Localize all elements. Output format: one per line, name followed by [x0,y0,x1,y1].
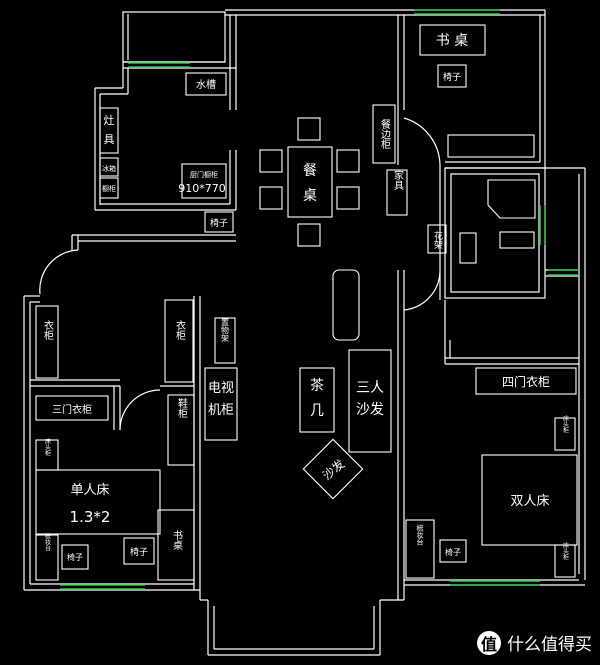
bedside-r1 [554,417,576,451]
label-home-appliance: 家具 [392,169,404,191]
label-single-bed-1: 单人床 [70,483,109,498]
counter [181,163,227,199]
four-door-wardrobe [475,367,577,395]
dining-chair-l2 [259,186,283,210]
chair-kitchen [204,211,234,233]
double-bed [481,454,578,546]
label-storage: 置物架 [221,318,230,343]
label-single-bed-2: 1.3*2 [70,508,111,526]
label-bedside-left: 床头柜 [44,437,51,457]
labels: 书 桌 椅子 水槽 灶 具 冰箱 橱柜 厨门橱柜 910*770 椅子 餐 桌 … [42,33,569,562]
label-chair-left-1: 椅子 [67,552,83,562]
flower-rack [427,224,447,254]
label-three-door-wardrobe: 三门衣柜 [52,403,92,416]
home-appliance [386,169,408,216]
dresser-left [35,534,59,581]
chair-left-2 [123,537,155,565]
label-chair-top-right: 椅子 [443,71,461,83]
label-tea-table-2: 几 [310,403,324,419]
chair-left-1 [61,544,89,570]
label-wardrobe-left: 衣柜 [42,319,54,341]
study-cabinet [447,134,535,158]
storage-rack [214,317,236,364]
sink [185,72,227,96]
label-tv-cabinet-1: 电视 [208,381,234,396]
three-door-wardrobe [35,395,109,421]
label-counter: 厨门橱柜 [190,170,218,179]
dining-chair-r1 [336,149,360,173]
label-tea-table-1: 茶 [310,378,324,394]
label-desk-top-right: 书 桌 [436,33,468,49]
shoe-cabinet [167,394,195,466]
wardrobe-left [35,305,59,379]
walls [23,9,586,656]
chair-right [439,539,467,563]
label-single-sofa: 沙发 [319,456,347,483]
label-chair-left-2: 椅子 [130,546,148,558]
wardrobe-middle [164,299,194,383]
label-cabinet-small: 橱柜 [102,184,116,193]
single-sofa [302,438,364,500]
bathtub [487,179,536,219]
label-chair-kitchen: 椅子 [210,217,228,229]
watermark: 值 什么值得买 [477,630,592,655]
label-wardrobe-middle: 衣柜 [174,319,186,341]
dining-table [287,146,333,218]
label-sofa-1: 三人 [356,380,384,396]
toilet [459,232,477,264]
label-sofa-2: 沙发 [356,402,384,418]
label-counter-dim: 910*770 [178,182,226,195]
label-shoe-cabinet: 鞋柜 [176,397,188,419]
windows [60,9,579,590]
fish-tank [332,269,360,341]
label-bedside-r2: 床头柜 [562,541,569,561]
desk-left [157,509,195,581]
label-bedside-r1: 床头柜 [562,414,569,434]
label-stove-left: 灶 [104,114,115,127]
basin [499,231,535,249]
label-sink: 水槽 [196,78,216,91]
label-four-door-wardrobe: 四门衣柜 [502,374,550,389]
label-dining-table-bottom: 桌 [303,188,317,204]
fridge [99,157,119,177]
label-dining-table-top: 餐 [303,163,317,179]
dining-chair-r2 [336,186,360,210]
dining-chair-bottom [297,223,321,247]
label-chair-right: 椅子 [445,547,461,557]
label-sideboard: 餐边柜 [379,118,391,150]
label-desk-left: 书桌 [171,530,183,551]
label-tv-cabinet-2: 机柜 [208,403,234,418]
wall-top-left-block [122,11,226,63]
single-bed [35,469,161,535]
watermark-text: 什么值得买 [507,635,592,655]
dining-chair-l1 [259,149,283,173]
label-dresser-left: 梳妆台 [44,532,51,552]
sideboard [372,104,396,164]
watermark-icon: 值 [477,630,501,655]
bedside-r2 [554,544,576,578]
dresser-right [405,519,435,579]
tea-table [299,367,335,433]
label-double-bed: 双人床 [510,494,549,509]
furniture [35,24,578,581]
label-flower-rack: 花架 [432,230,443,250]
stove [99,107,119,154]
label-fridge: 冰箱 [102,164,116,173]
label-stove-right: 具 [104,133,115,146]
label-dresser-right: 梳妆台 [416,524,424,547]
cabinet-small [99,177,119,199]
desk-top-right [419,24,486,56]
dining-chair-top [297,117,321,141]
three-seat-sofa [348,349,392,453]
tv-cabinet [204,367,238,441]
chair-top-right [437,64,467,88]
